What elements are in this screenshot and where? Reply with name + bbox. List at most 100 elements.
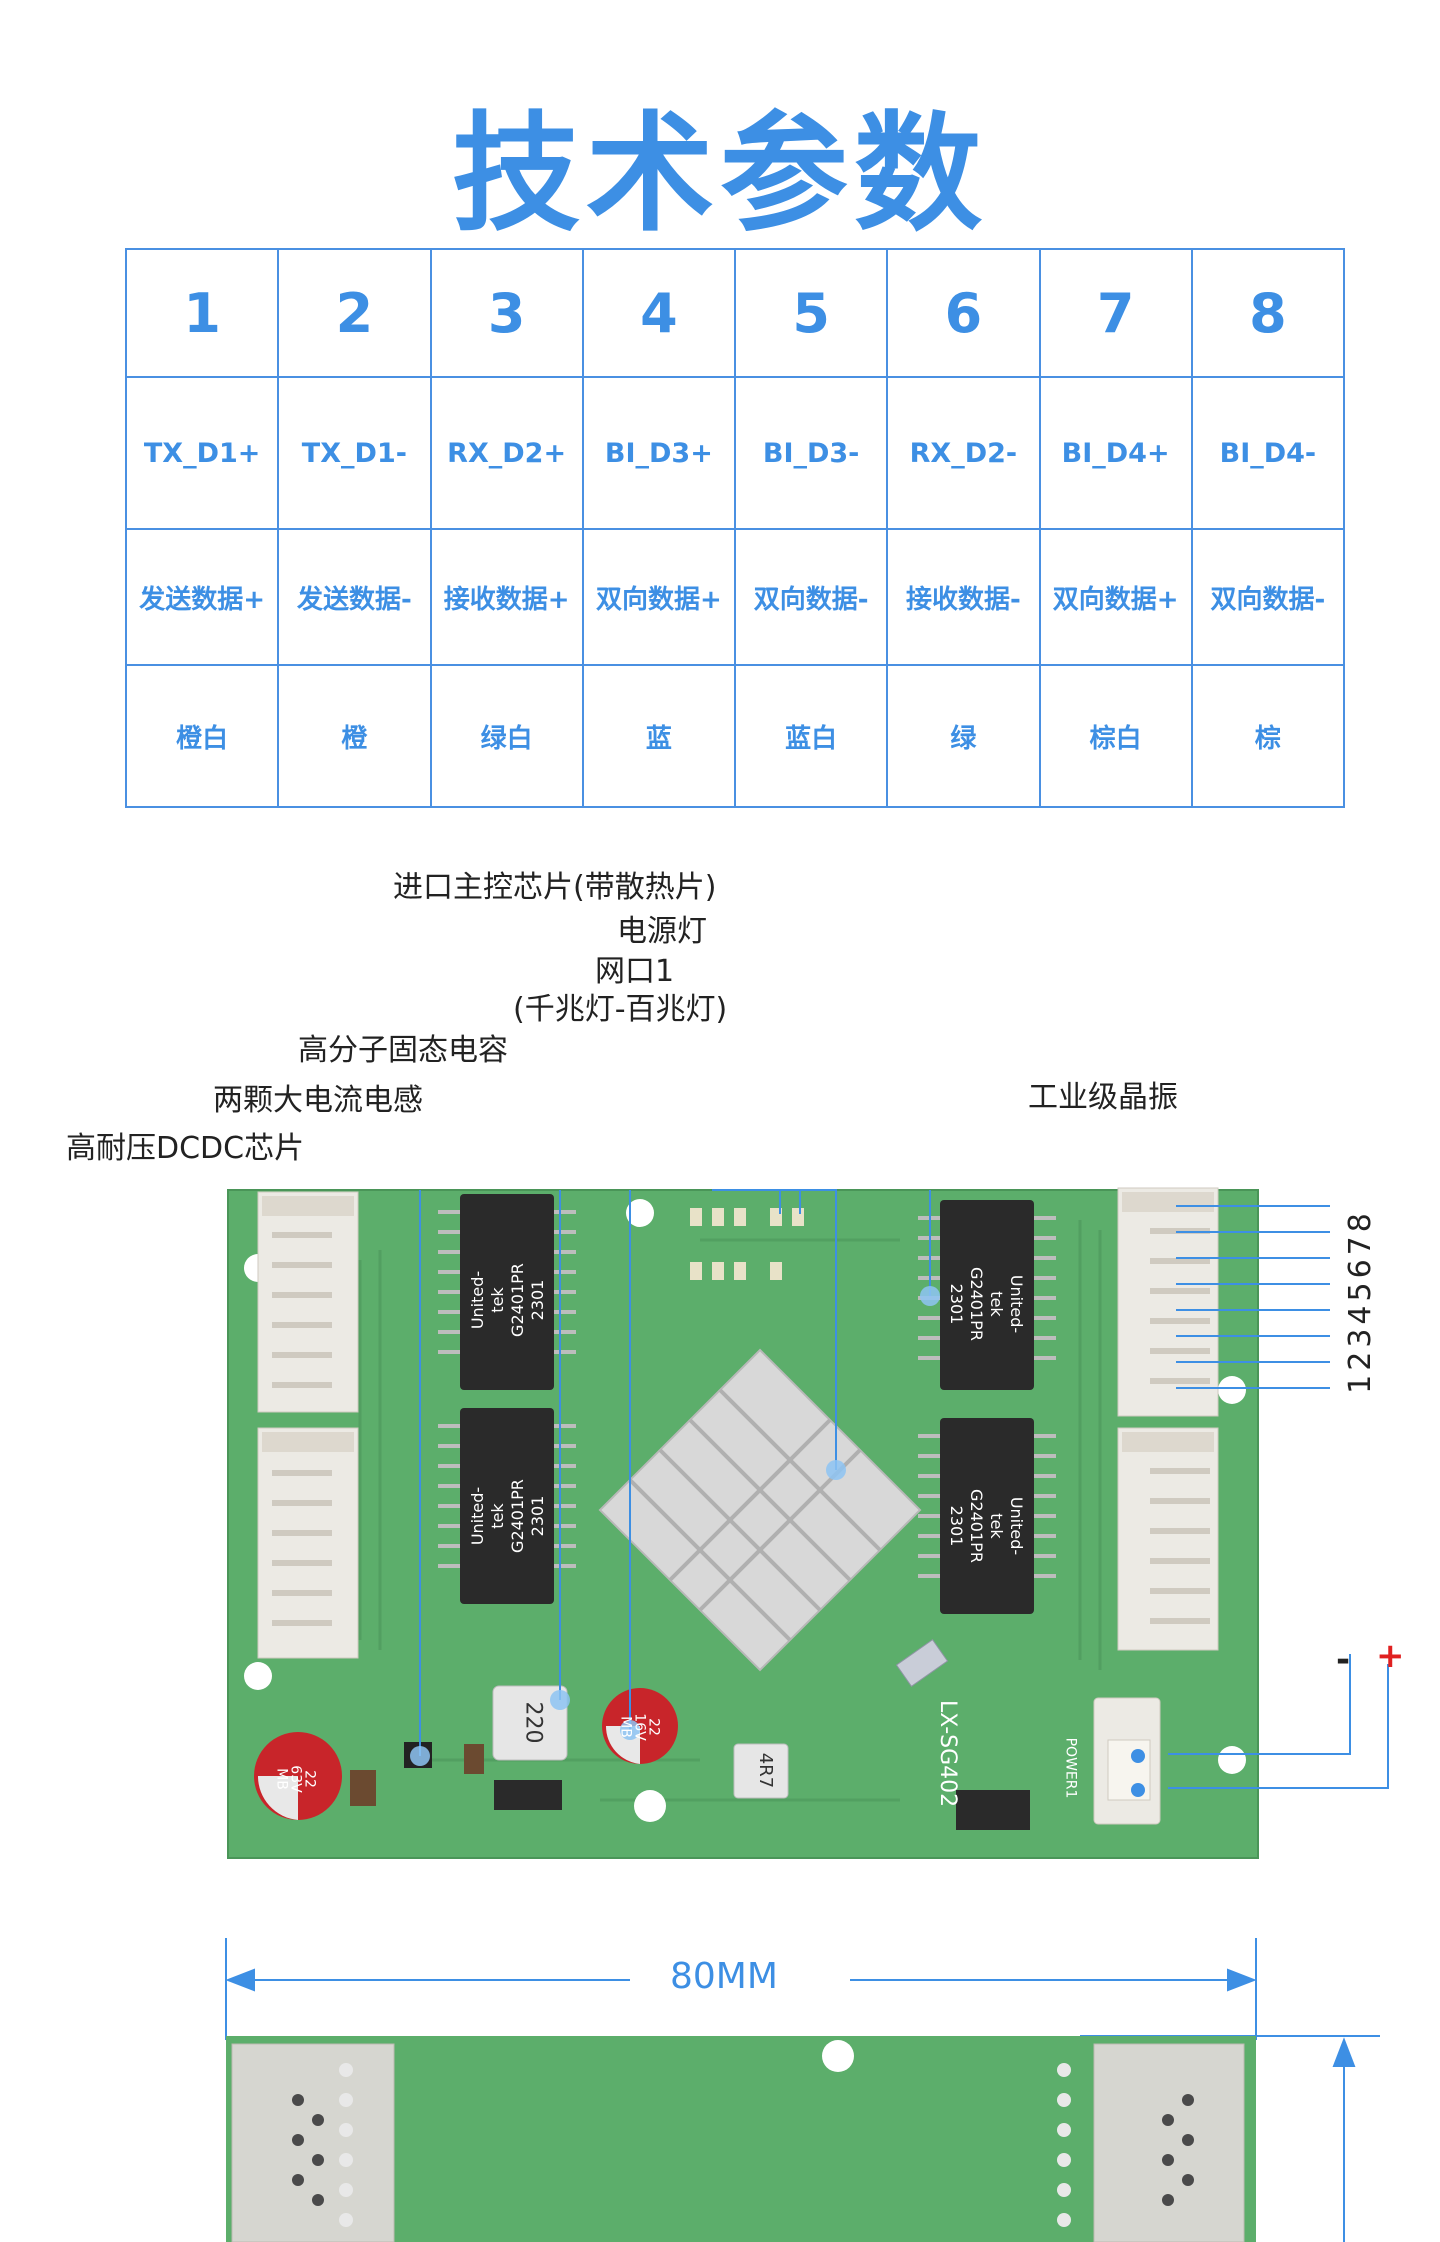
diode-d3 xyxy=(494,1780,562,1810)
signal-cell: BI_D4+ xyxy=(1038,376,1193,530)
transformer-top-left xyxy=(438,1194,576,1390)
mounting-hole xyxy=(626,1199,654,1227)
mounting-hole xyxy=(634,1790,666,1822)
wire-color-row: 橙白 橙 绿白 蓝 蓝白 绿 棕白 棕 xyxy=(124,664,1346,808)
callout-port1: 网口1 xyxy=(595,954,675,989)
cap-value-text: 22 xyxy=(645,1718,662,1736)
description-cell: 发送数据- xyxy=(277,528,432,666)
connector-pin-numbers: 12345678 xyxy=(1340,1196,1380,1406)
cap-series-text: MB xyxy=(617,1716,634,1738)
cap-series-text: MB xyxy=(273,1768,290,1790)
pcb-bottom-view xyxy=(225,1938,1380,2242)
callout-lines xyxy=(419,1189,1389,1789)
description-cell: 双向数据- xyxy=(1190,528,1346,666)
description-cell: 双向数据- xyxy=(733,528,889,666)
mounting-hole xyxy=(1218,1376,1246,1404)
callout-port1-leds: (千兆灯-百兆灯) xyxy=(513,992,728,1027)
transformer-date-text: 2301 xyxy=(947,1505,966,1547)
wire-color-cell: 棕 xyxy=(1190,664,1346,808)
pin-number-cell: 6 xyxy=(886,248,1041,378)
signal-cell: TX_D1+ xyxy=(124,376,280,530)
description-cell: 发送数据+ xyxy=(124,528,280,666)
right-connector-2 xyxy=(1117,1427,1219,1651)
signal-cell: BI_D4- xyxy=(1190,376,1346,530)
dimension-width-label: 80MM xyxy=(670,1956,778,1997)
wire-color-cell: 蓝 xyxy=(581,664,737,808)
pin-number-cell: 2 xyxy=(277,248,432,378)
board-model-text: LX-SG402 xyxy=(935,1700,960,1808)
pin-number-cell: 1 xyxy=(124,248,280,378)
transformer-brand-text: United-tek xyxy=(468,1270,507,1330)
transformer-date-text: 2301 xyxy=(528,1495,547,1537)
capacitor-16v-label: 22 16V MB xyxy=(617,1713,662,1741)
connector-pin-text: 12345678 xyxy=(1342,1208,1378,1394)
signal-cell: RX_D2+ xyxy=(429,376,584,530)
inductor-220-text: 220 xyxy=(520,1701,546,1744)
wire-color-cell: 绿白 xyxy=(429,664,584,808)
tantalum-cap xyxy=(350,1770,376,1806)
pin-number-cell: 7 xyxy=(1038,248,1193,378)
signal-cell: BI_D3+ xyxy=(581,376,737,530)
callout-crystal: 工业级晶振 xyxy=(1028,1080,1178,1115)
transformer-bottom-left xyxy=(438,1408,576,1604)
description-cell: 接收数据+ xyxy=(429,528,584,666)
capacitor-63v-label: 22 63V MB xyxy=(273,1765,318,1792)
signal-cell: RX_D2- xyxy=(886,376,1041,530)
capacitor-63v xyxy=(254,1732,342,1820)
pin-number-cell: 5 xyxy=(733,248,889,378)
callout-inductors: 两颗大电流电感 xyxy=(213,1083,423,1118)
left-connector-2 xyxy=(257,1427,359,1659)
transformer-model-text: G2401PR xyxy=(967,1267,986,1341)
page-title: 技术参数 xyxy=(451,100,988,249)
pin-number-row: 1 2 3 4 5 6 7 8 xyxy=(124,248,1346,378)
right-connector-1 xyxy=(1117,1187,1219,1417)
transformer-date-text: 2301 xyxy=(947,1283,966,1325)
wire-color-cell: 橙白 xyxy=(124,664,280,808)
pcb-top-view xyxy=(227,1187,1389,1859)
transformer-brand-text: United-tek xyxy=(468,1486,507,1546)
wire-color-cell: 蓝白 xyxy=(733,664,889,808)
transformer-label: United-tek G2401PR 2301 xyxy=(946,1488,1026,1564)
description-row: 发送数据+ 发送数据- 接收数据+ 双向数据+ 双向数据- 接收数据- 双向数据… xyxy=(124,528,1346,666)
transformer-label: United-tek G2401PR 2301 xyxy=(468,1478,548,1554)
signal-cell: BI_D3- xyxy=(733,376,889,530)
pin-number-cell: 4 xyxy=(581,248,737,378)
transformer-bottom-right xyxy=(918,1418,1056,1614)
description-cell: 双向数据+ xyxy=(1038,528,1193,666)
signal-cell: TX_D1- xyxy=(277,376,432,530)
wire-color-cell: 棕白 xyxy=(1038,664,1193,808)
inductor-4r7 xyxy=(733,1743,789,1799)
cap-voltage-text: 16V xyxy=(631,1713,648,1741)
tantalum-cap xyxy=(464,1744,484,1774)
power-header-text: POWER1 xyxy=(1062,1737,1079,1799)
pin-lines xyxy=(1176,1205,1330,1389)
description-cell: 双向数据+ xyxy=(581,528,737,666)
transformer-label: United-tek G2401PR 2301 xyxy=(946,1266,1026,1342)
pcb-bottom-board xyxy=(226,2036,1256,2242)
mounting-hole xyxy=(244,1662,272,1690)
transformer-model-text: G2401PR xyxy=(508,1479,527,1553)
callout-main-chip: 进口主控芯片(带散热片) xyxy=(393,870,717,905)
transformer-model-text: G2401PR xyxy=(967,1489,986,1563)
pin-table: 1 2 3 4 5 6 7 8 TX_D1+ TX_D1- RX_D2+ BI_… xyxy=(124,248,1346,808)
crystal xyxy=(895,1639,949,1687)
left-connector-1 xyxy=(257,1191,359,1413)
wire-color-cell: 橙 xyxy=(277,664,432,808)
polarity-minus: - xyxy=(1336,1640,1351,1680)
transformer-date-text: 2301 xyxy=(528,1279,547,1321)
inductor-4r7-text: 4R7 xyxy=(755,1752,777,1789)
transformer-label: United-tek G2401PR 2301 xyxy=(468,1262,548,1338)
wire-color-cell: 绿 xyxy=(886,664,1041,808)
transformer-model-text: G2401PR xyxy=(508,1263,527,1337)
transformer-brand-text: United-tek xyxy=(987,1274,1026,1334)
signal-row: TX_D1+ TX_D1- RX_D2+ BI_D3+ BI_D3- RX_D2… xyxy=(124,376,1346,530)
pin-number-cell: 8 xyxy=(1190,248,1346,378)
callout-capacitor: 高分子固态电容 xyxy=(298,1033,508,1068)
callout-dcdc: 高耐压DCDC芯片 xyxy=(66,1131,305,1166)
mounting-hole xyxy=(1218,1746,1246,1774)
transformer-brand-text: United-tek xyxy=(987,1496,1026,1556)
diode-d2 xyxy=(956,1790,1030,1830)
polarity-plus: + xyxy=(1376,1636,1405,1676)
callout-power-led: 电源灯 xyxy=(617,914,707,949)
description-cell: 接收数据- xyxy=(886,528,1041,666)
